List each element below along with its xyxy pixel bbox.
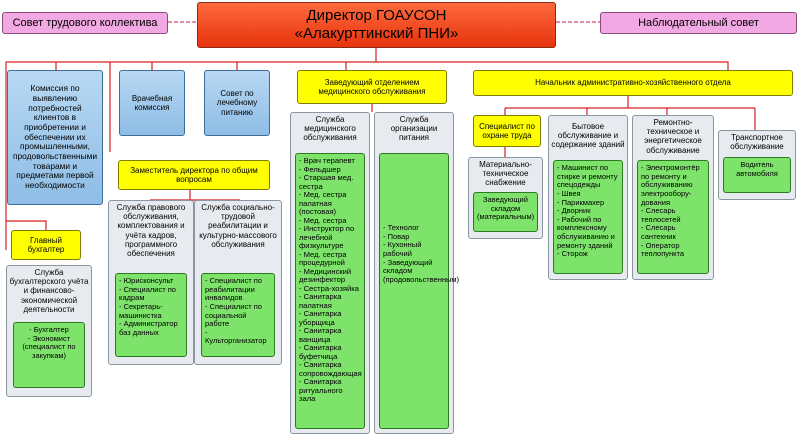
medical-commission-box: Врачебная комиссия (119, 70, 185, 136)
nutrition-council-box: Совет по лечебному питанию (204, 70, 270, 136)
medical-service-title: Служба медицинского обслуживания (303, 115, 357, 143)
list-item: - Санитарка буфетчица (299, 343, 342, 361)
legal-service-column: Служба правового обслуживания, комплекто… (108, 200, 194, 365)
repair-title: Ремонтно-техническое и энергетическое об… (644, 118, 702, 155)
social-service-list: - Специалист по реабилитации инвалидов -… (201, 273, 275, 357)
list-item: - Мед. сестра (299, 215, 347, 225)
list-item: - Бухгалтер (29, 325, 69, 334)
accounting-service-column: Служба бухгалтерского учёта и финансово-… (6, 265, 92, 397)
transport-title: Транспортное обслуживание (730, 133, 784, 152)
legal-service-title: Служба правового обслуживания, комплекто… (116, 203, 186, 258)
accounting-service-title: Служба бухгалтерского учёта и финансово-… (9, 268, 89, 314)
list-item: - Инструктор по лечебной физкультуре (299, 224, 355, 250)
list-item: - Машинист по стирке и ремонту спецодежд… (557, 163, 618, 190)
list-item: - Электромонтёр по ремонту и обслуживани… (641, 163, 700, 207)
labor-safety-box: Специалист по охране труда (473, 115, 541, 147)
list-item: - Санитарка сопровождающая (299, 360, 362, 378)
list-item: - Экономист (специалист по закупкам) (22, 333, 76, 360)
list-item: - Слесарь теплосетей (641, 206, 681, 224)
food-service-title: Служба организации питания (390, 115, 438, 143)
commission-box: Комиссия по выявлению потребностей клиен… (7, 70, 103, 205)
supply-title: Материально-техническое снабжение (479, 160, 532, 188)
list-item: - Сторож (557, 249, 588, 259)
director-box: Директор ГОАУСОН «Алакурттинский ПНИ» (197, 2, 556, 48)
list-item: - Санитарка уборщица (299, 309, 342, 327)
labor-council-box: Совет трудового коллектива (2, 12, 168, 34)
list-item: - Кухонный рабочий (383, 240, 422, 258)
list-item: - Слесарь сантехник (641, 223, 676, 241)
household-column: Бытовое обслуживание и содержание зданий… (548, 115, 628, 280)
legal-service-list: - Юрисконсульт - Специалист по кадрам - … (115, 273, 187, 357)
list-item: - Медицинский дезинфектор (299, 266, 352, 284)
list-item: - Санитарка ритуального зала (299, 377, 343, 403)
list-item: - Специалист по социальной работе (205, 301, 262, 329)
food-service-list: - Технолог - Повар - Кухонный рабочий - … (379, 153, 460, 429)
supply-list: Заведующий складом (материальным) (473, 192, 538, 232)
head-admin-box: Начальник административно-хозяйственного… (473, 70, 793, 96)
list-item: - Специалист по кадрам (119, 284, 176, 303)
list-item: - Дворник (557, 206, 591, 216)
list-item: - Парикмахер (557, 197, 605, 207)
director-title: Директор ГОАУСОН (306, 7, 447, 24)
list-item: Заведующий складом (материальным) (477, 195, 535, 222)
head-medical-box: Заведующий отделением медицинского обслу… (297, 70, 447, 104)
list-item: - Старшая мед. сестра (299, 173, 354, 191)
food-service-column: Служба организации питания - Технолог - … (374, 112, 460, 434)
list-item: - Специалист по реабилитации инвалидов (205, 276, 262, 303)
list-item: - Сестра-хозяйка (299, 283, 359, 293)
household-list: - Машинист по стирке и ремонту спецодежд… (553, 160, 623, 274)
social-service-column: Служба социально-трудовой реабилитации и… (194, 200, 282, 365)
list-item: - Секретарь-машинистка (119, 301, 163, 320)
list-item: - Администратор баз данных (119, 319, 178, 337)
supply-column: Материально-техническое снабжение Заведу… (468, 157, 543, 239)
list-item: - Рабочий по комплексному обслуживанию и… (557, 214, 615, 250)
deputy-director-box: Заместитель директора по общим вопросам (118, 160, 270, 190)
list-item: - Фельдшер (299, 164, 341, 174)
list-item: Водитель автомобиля (736, 160, 778, 178)
director-org: «Алакурттинский ПНИ» (294, 25, 459, 42)
chief-accountant-box: Главный бухгалтер (11, 230, 81, 260)
supervisory-board-box: Наблюдательный совет (600, 12, 797, 34)
accounting-service-list: - Бухгалтер - Экономист (специалист по з… (13, 322, 85, 388)
list-item: - Технолог (383, 223, 420, 232)
list-item: - Оператор теплопункта (641, 240, 685, 259)
list-item: - Культорганизатор (205, 327, 267, 346)
social-service-title: Служба социально-трудовой реабилитации и… (199, 203, 277, 249)
repair-column: Ремонтно-техническое и энергетическое об… (632, 115, 714, 280)
list-item: - Санитарка ванщица (299, 326, 342, 344)
list-item: - Санитарка палатная (299, 292, 342, 310)
transport-list: Водитель автомобиля (723, 157, 791, 193)
household-title: Бытовое обслуживание и содержание зданий (551, 122, 625, 150)
medical-service-list: - Врач терапевт - Фельдшер - Старшая мед… (295, 153, 365, 429)
list-item: - Повар (383, 231, 410, 241)
list-item: - Заведующий складом (продовольственным) (383, 257, 460, 284)
medical-service-column: Служба медицинского обслуживания - Врач … (290, 112, 370, 434)
repair-list: - Электромонтёр по ремонту и обслуживани… (637, 160, 709, 274)
list-item: - Мед. сестра процедурной (299, 249, 347, 267)
list-item: - Врач терапевт (299, 156, 355, 165)
transport-column: Транспортное обслуживание Водитель автом… (718, 130, 796, 200)
list-item: - Швея (557, 188, 581, 198)
list-item: - Мед. сестра палатная (постовая) (299, 190, 347, 216)
list-item: - Юрисконсульт (119, 276, 174, 285)
